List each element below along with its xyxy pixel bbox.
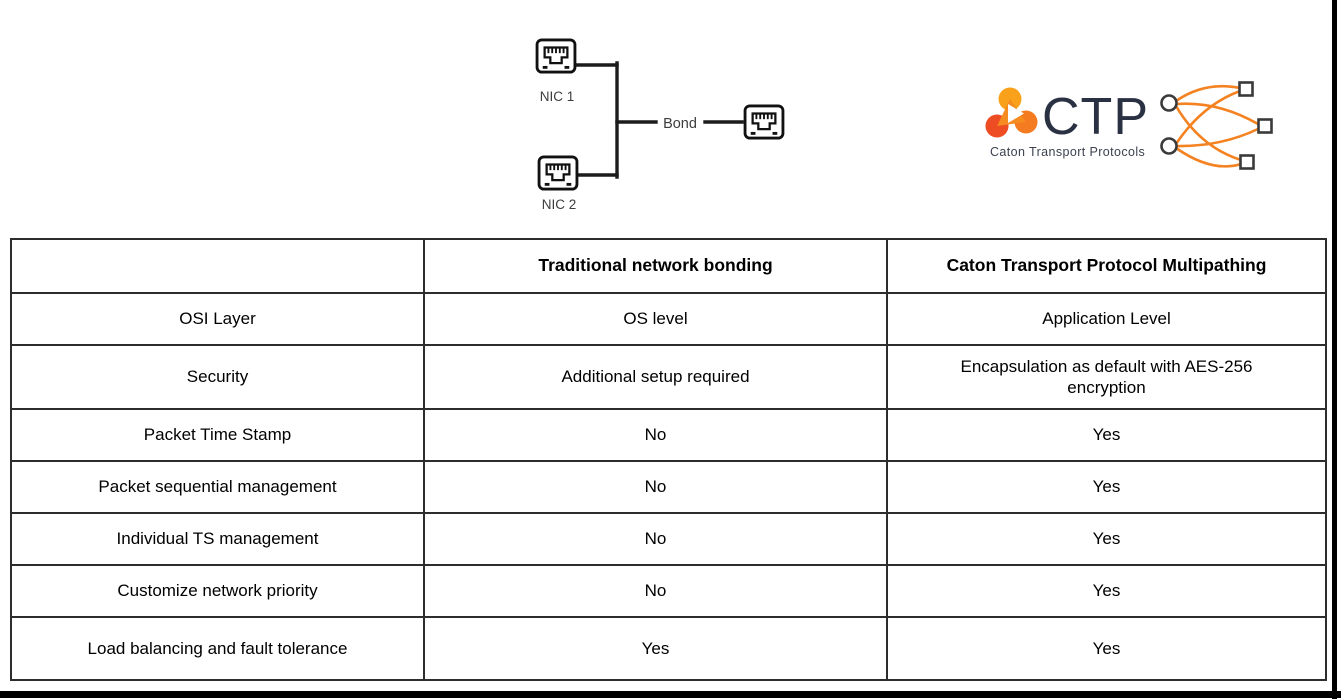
table-row: Load balancing and fault tolerance Yes Y… — [10, 616, 1327, 681]
feature-cell: Load balancing and fault tolerance — [10, 616, 425, 681]
window-edge-bar — [1332, 0, 1337, 699]
table-row: Customize network priority No Yes — [10, 564, 1327, 618]
ctp-tagline: Caton Transport Protocols — [990, 145, 1145, 159]
ethernet-port-icon — [535, 38, 577, 74]
traditional-cell: OS level — [423, 292, 888, 346]
multipath-lines — [1174, 84, 1260, 168]
ethernet-port-icon — [537, 155, 579, 191]
ctp-cell: Yes — [886, 512, 1327, 566]
ctp-logo: CTP Caton Transport Protocols — [985, 87, 1149, 159]
bond-label: Bond — [663, 116, 697, 132]
network-bonding-diagram: NIC 1 NIC 2 Bond — [535, 38, 785, 212]
bond-connector-lines — [575, 61, 744, 179]
ctp-cell: Yes — [886, 564, 1327, 618]
header-feature — [10, 238, 425, 294]
traditional-cell: Additional setup required — [423, 344, 888, 410]
ethernet-port-icon — [743, 104, 785, 140]
feature-cell: Customize network priority — [10, 564, 425, 618]
traditional-cell: Yes — [423, 616, 888, 681]
destination-node-icon — [1238, 81, 1254, 97]
destination-node-icon — [1239, 154, 1255, 170]
traditional-cell: No — [423, 460, 888, 514]
ctp-cell-text: Encapsulation as default with AES-256 en… — [960, 356, 1253, 397]
ctp-cell: Yes — [886, 408, 1327, 462]
header-traditional-bonding: Traditional network bonding — [423, 238, 888, 294]
ctp-cell: Encapsulation as default with AES-256 en… — [886, 344, 1327, 410]
table-row: OSI Layer OS level Application Level — [10, 292, 1327, 346]
header-ctp-multipathing: Caton Transport Protocol Multipathing — [886, 238, 1327, 294]
table-row: Security Additional setup required Encap… — [10, 344, 1327, 410]
table-header-row: Traditional network bonding Caton Transp… — [10, 238, 1327, 294]
table-row: Individual TS management No Yes — [10, 512, 1327, 566]
nic1-label: NIC 1 — [540, 89, 575, 104]
comparison-table: Traditional network bonding Caton Transp… — [10, 238, 1327, 681]
destination-node-icon — [1257, 118, 1273, 134]
ctp-cell: Application Level — [886, 292, 1327, 346]
traditional-cell: No — [423, 512, 888, 566]
feature-cell: Packet sequential management — [10, 460, 425, 514]
source-node-icon — [1160, 137, 1178, 155]
feature-cell: Security — [10, 344, 425, 410]
feature-cell: Packet Time Stamp — [10, 408, 425, 462]
nic2-label: NIC 2 — [542, 197, 577, 212]
ctp-cell: Yes — [886, 460, 1327, 514]
feature-cell: Individual TS management — [10, 512, 425, 566]
ctp-logo-mark-icon — [985, 87, 1038, 138]
ctp-cell: Yes — [886, 616, 1327, 681]
ctp-acronym: CTP — [1042, 88, 1149, 146]
source-node-icon — [1160, 94, 1178, 112]
traditional-cell: No — [423, 564, 888, 618]
table-row: Packet sequential management No Yes — [10, 460, 1327, 514]
table-row: Packet Time Stamp No Yes — [10, 408, 1327, 462]
traditional-cell: No — [423, 408, 888, 462]
feature-cell: OSI Layer — [10, 292, 425, 346]
multipath-diagram — [1160, 81, 1273, 170]
window-edge-bar — [0, 691, 1341, 698]
